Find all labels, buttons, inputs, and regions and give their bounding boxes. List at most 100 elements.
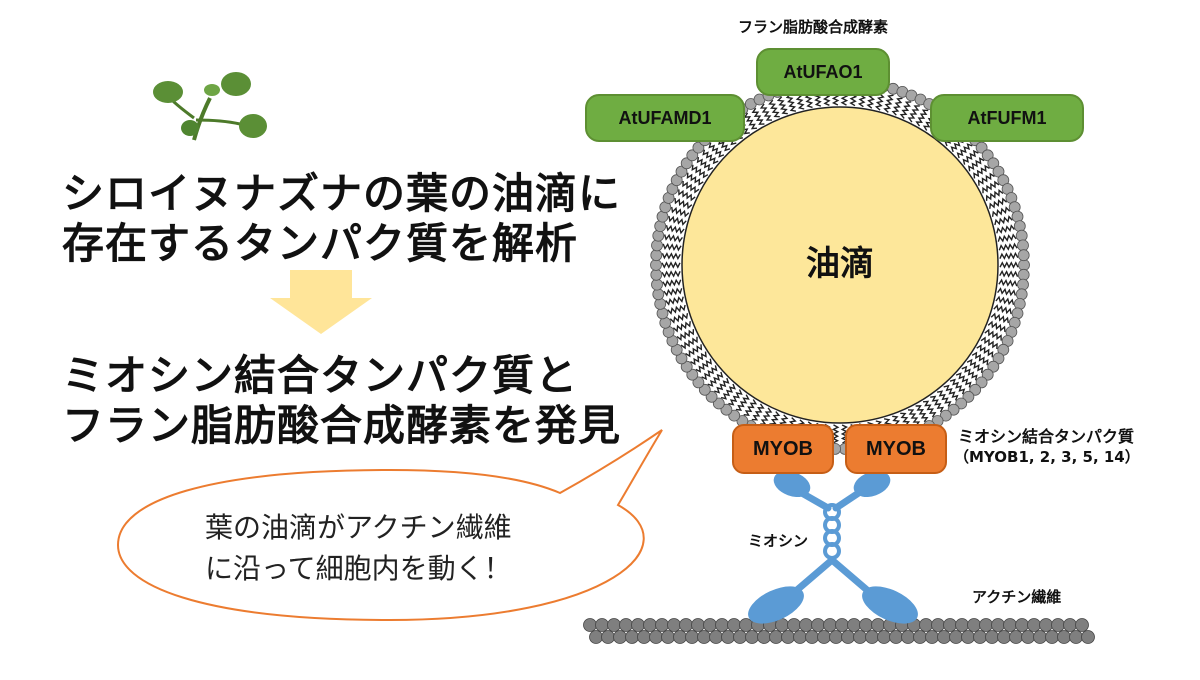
lipid-tail [976, 344, 994, 358]
lipid-tail [982, 180, 1000, 194]
lipid-tail [990, 312, 1009, 324]
actin-monomer [733, 630, 747, 644]
myosin-motor [748, 466, 918, 624]
actin-monomer [613, 630, 627, 644]
lipid-head [981, 149, 994, 162]
actin-monomer [793, 630, 807, 644]
lipid-head [1015, 288, 1028, 301]
actin-monomer [1033, 630, 1047, 644]
lipid-head [992, 352, 1005, 365]
actin-monomer [1045, 630, 1059, 644]
lipid-tail [991, 206, 1011, 217]
lipid-tail [663, 287, 683, 297]
lipid-head [975, 376, 988, 389]
actin-monomer [583, 618, 597, 632]
lipid-tail [751, 107, 765, 125]
oil-droplet-core [681, 106, 999, 424]
actin-monomer [1057, 630, 1071, 644]
lipid-tail [690, 351, 707, 366]
bubble-text-line-1: 葉の油滴がアクチン繊維 [205, 511, 512, 544]
lipid-tail [669, 313, 689, 324]
actin-monomer [949, 630, 963, 644]
actin-monomer [985, 630, 999, 644]
enzyme-ufao1: AtUFAO1 [756, 48, 890, 96]
actin-monomer [679, 618, 693, 632]
lipid-head [652, 229, 665, 242]
lipid-tail [691, 164, 709, 179]
lipid-tail [702, 149, 719, 165]
actin-monomer [1063, 618, 1077, 632]
actin-monomer [715, 618, 729, 632]
enzyme-ufamd1: AtUFAMD1 [585, 94, 745, 142]
lipid-tail [956, 143, 973, 159]
lipid-head [650, 259, 662, 271]
lipid-tail [661, 252, 681, 261]
actin-monomer [805, 630, 819, 644]
lipid-tail [994, 215, 1013, 226]
actin-monomer [925, 630, 939, 644]
actin-monomer [1021, 630, 1035, 644]
actin-monomer [781, 630, 795, 644]
lipid-tail [662, 278, 682, 288]
result-line-2: フラン脂肪酸合成酵素を発見 [62, 401, 622, 450]
lipid-tail [955, 372, 972, 388]
down-arrow-icon [270, 270, 372, 334]
lipid-head [692, 141, 705, 154]
lipid-tail [930, 395, 945, 413]
actin-monomer [955, 618, 969, 632]
actin-monomer [709, 630, 723, 644]
lipid-tail [907, 105, 920, 123]
actin-monomer [601, 630, 615, 644]
lipid-tail [899, 101, 912, 119]
lipid-head [962, 390, 975, 403]
lipid-tail [971, 351, 989, 366]
lipid-tail [995, 295, 1015, 306]
actin-monomer [919, 618, 933, 632]
lipid-head [1013, 220, 1026, 233]
lipid-tail [735, 394, 750, 411]
actin-monomer [943, 618, 957, 632]
lipid-tail [915, 109, 929, 127]
lipid-tail [751, 403, 765, 421]
actin-monomer [667, 618, 681, 632]
lipid-tail [915, 405, 929, 423]
actin-monomer [673, 630, 687, 644]
lipid-tail [967, 157, 985, 172]
lipid-tail [891, 97, 903, 116]
lipid-head [1015, 229, 1028, 242]
actin-monomer [661, 630, 675, 644]
lipid-tail [999, 251, 1019, 260]
actin-monomer [619, 618, 633, 632]
title-line-2: 存在するタンパク質を解析 [62, 219, 579, 268]
lipid-tail [682, 180, 700, 194]
actin-monomer [1069, 630, 1083, 644]
actin-monomer [841, 630, 855, 644]
lipid-tail [999, 269, 1019, 278]
lipid-head [675, 165, 688, 178]
lipid-tail [695, 358, 713, 373]
actin-monomer [967, 618, 981, 632]
lipid-tail [676, 329, 695, 342]
lipid-tail [999, 261, 1019, 269]
actin-monomer [643, 618, 657, 632]
actin-monomer [961, 630, 975, 644]
actin-monomer [769, 630, 783, 644]
speech-bubble [116, 429, 663, 622]
lipid-head [654, 297, 667, 310]
actin-monomer [829, 630, 843, 644]
lipid-head [1017, 278, 1029, 291]
lipid-tail [743, 399, 758, 417]
lipid-tail [661, 270, 681, 279]
actin-monomer [757, 630, 771, 644]
actin-monomer [865, 630, 879, 644]
lipid-tail [977, 172, 995, 186]
actin-monomer [727, 618, 741, 632]
lipid-head [728, 409, 741, 422]
myosin-label: ミオシン [748, 532, 809, 550]
actin-monomer [739, 618, 753, 632]
lipid-head [686, 368, 699, 381]
lipid-head [652, 288, 665, 301]
actin-monomer [901, 630, 915, 644]
lipid-head [947, 403, 960, 416]
lipid-tail [998, 278, 1018, 288]
